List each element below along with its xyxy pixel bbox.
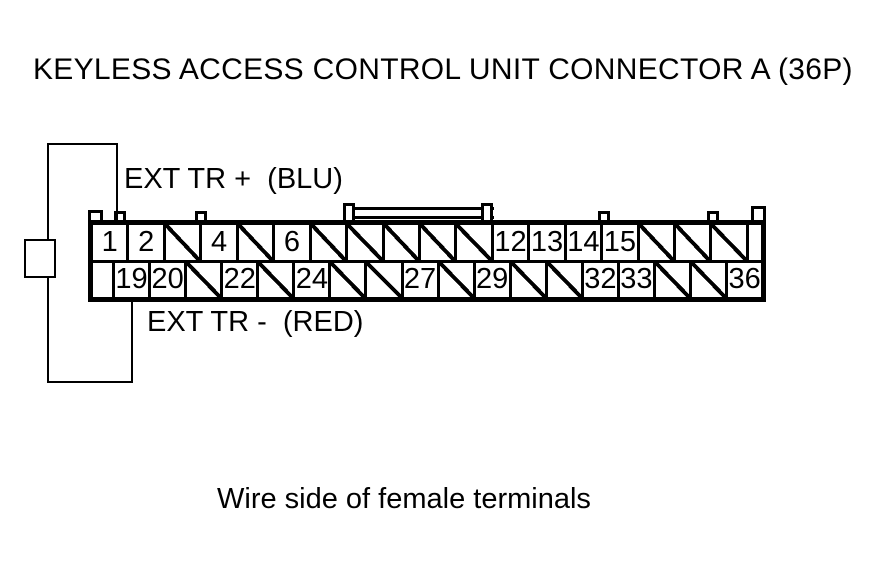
unused-pin-cell xyxy=(652,262,689,297)
filler-cell xyxy=(93,263,112,298)
connector-corner-left xyxy=(88,210,103,222)
pin-cell-27: 27 xyxy=(400,262,437,297)
pin-cell-6: 6 xyxy=(272,225,308,260)
wire-segment-blu-vertical xyxy=(116,143,118,225)
unused-pin-cell xyxy=(381,225,418,260)
wire-segment-top-horizontal xyxy=(47,143,118,145)
latch-post-right xyxy=(481,203,493,222)
pin-cell-24: 24 xyxy=(292,262,328,297)
connector-tab xyxy=(114,211,126,222)
pin-cell-13: 13 xyxy=(527,225,563,260)
terminal-symbol-box xyxy=(24,239,56,278)
unused-pin-cell xyxy=(673,225,710,260)
wire-segment-left-upper xyxy=(47,143,49,242)
unused-pin-cell xyxy=(364,262,401,297)
wire-plus-label: EXT TR + (BLU) xyxy=(124,163,343,195)
pin-cell-29: 29 xyxy=(472,262,509,297)
connector-tab xyxy=(598,211,610,222)
pin-cell-15: 15 xyxy=(600,225,636,260)
unused-pin-cell xyxy=(345,225,382,260)
pin-cell-20: 20 xyxy=(148,262,184,297)
unused-pin-cell xyxy=(417,225,455,260)
unused-pin-cell xyxy=(636,225,673,260)
filler-cell xyxy=(745,225,761,260)
row-divider xyxy=(93,259,761,263)
connector-tab xyxy=(195,211,207,222)
pin-cell-4: 4 xyxy=(199,225,235,260)
caption: Wire side of female terminals xyxy=(217,483,591,515)
unused-pin-cell xyxy=(162,225,200,260)
wire-minus-label: EXT TR - (RED) xyxy=(147,306,364,338)
wire-segment-left-lower xyxy=(47,276,49,383)
pin-cell-22: 22 xyxy=(220,262,256,297)
unused-pin-cell xyxy=(436,262,473,297)
pin-cell-12: 12 xyxy=(490,225,527,260)
pin-cell-1: 1 xyxy=(101,225,118,258)
unused-pin-cell xyxy=(184,262,221,297)
pin-cell-33: 33 xyxy=(616,262,653,297)
unused-pin-cell xyxy=(235,225,273,260)
unused-pin-cell xyxy=(308,225,346,260)
wire-segment-bottom-horizontal xyxy=(47,381,133,383)
page-title: KEYLESS ACCESS CONTROL UNIT CONNECTOR A … xyxy=(33,53,853,86)
pin-cell-14: 14 xyxy=(563,225,600,260)
unused-pin-cell xyxy=(544,262,581,297)
unused-pin-cell xyxy=(689,262,726,297)
unused-pin-cell xyxy=(256,262,293,297)
pin-cell-19: 19 xyxy=(112,262,148,297)
pin-cell-32: 32 xyxy=(580,262,617,297)
wire-segment-red-vertical xyxy=(131,299,133,383)
unused-pin-cell xyxy=(508,262,545,297)
connector-tab xyxy=(707,211,719,222)
latch-post-left xyxy=(343,203,355,222)
connector-corner-right xyxy=(751,206,766,222)
unused-pin-cell xyxy=(709,225,746,260)
pin-cell-2: 2 xyxy=(126,225,162,260)
unused-pin-cell xyxy=(328,262,365,297)
pin-cell-36: 36 xyxy=(725,262,761,297)
connector-latch-bar xyxy=(346,207,494,219)
unused-pin-cell xyxy=(454,225,491,260)
